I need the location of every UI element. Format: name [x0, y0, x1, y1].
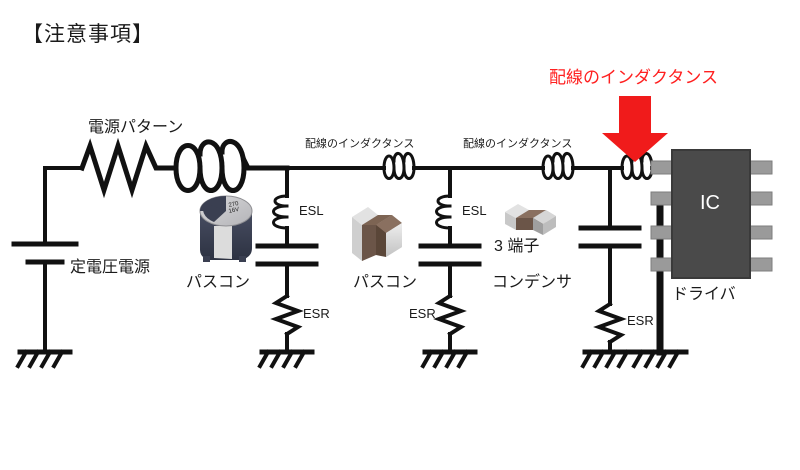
esr-resistor-1 [270, 293, 304, 337]
ground-symbol-threeterm [580, 349, 638, 369]
constant-voltage-source [11, 241, 79, 265]
label-driver: ドライバ [672, 286, 736, 303]
label-wire-inductance-1: 配線のインダクタンス [305, 138, 415, 150]
label-constant-voltage-source: 定電圧電源 [70, 259, 151, 276]
label-bypass-cap-1: パスコン [186, 274, 251, 291]
cap-plate-2 [418, 243, 482, 267]
label-three-terminal-line2: コンデンサ [492, 274, 573, 291]
page-title: 【注意事項】 [22, 23, 154, 46]
label-esl-1: ESL [299, 203, 324, 218]
ground-symbol-bypass2 [420, 349, 478, 369]
label-esr-3: ESR [627, 313, 654, 328]
label-three-terminal-line1: 3 端子 [494, 238, 540, 255]
ground-symbol-ic [631, 349, 689, 369]
label-esr-1: ESR [303, 306, 330, 321]
svg-text:270: 270 [228, 201, 240, 209]
label-wire-inductance-2: 配線のインダクタンス [463, 138, 573, 150]
callout-arrow-icon [602, 96, 668, 162]
power-pattern-resistor [78, 137, 171, 199]
ic-driver [650, 149, 773, 279]
ground-symbol-bypass1 [257, 349, 315, 369]
label-esl-2: ESL [462, 203, 487, 218]
label-esr-2: ESR [409, 306, 436, 321]
esr-resistor-2 [433, 293, 467, 337]
mlcc-capacitor-photo [352, 207, 402, 261]
callout-label: 配線のインダクタンス [549, 68, 718, 87]
electrolytic-capacitor-photo: 270 16V [199, 195, 253, 262]
svg-text:16V: 16V [228, 207, 240, 215]
label-ic: IC [700, 192, 720, 214]
three-terminal-capacitor-photo [505, 204, 556, 235]
label-power-pattern: 電源パターン [88, 119, 184, 136]
esr-resistor-3 [593, 301, 627, 345]
esl-inductor-1 [272, 194, 289, 230]
cap-plate-1 [255, 243, 319, 267]
power-pattern-inductor [165, 139, 290, 193]
cap-plate-3 [578, 225, 642, 249]
wire-inductor-1 [382, 152, 416, 180]
esl-inductor-2 [435, 194, 452, 230]
label-bypass-cap-2: パスコン [353, 274, 418, 291]
ic-body [671, 149, 751, 279]
ground-symbol-source [15, 349, 73, 369]
wire-inductor-2 [541, 152, 575, 180]
